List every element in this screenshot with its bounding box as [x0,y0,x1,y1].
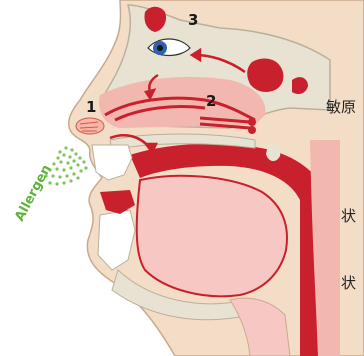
adenoid [266,143,280,161]
side-text-3: 状 [341,272,356,293]
nerve-ending [248,126,256,134]
nostril-hairs [76,118,104,134]
allergen-label: Allergen [12,162,54,223]
allergen-particles [44,146,87,185]
side-text-2: 状 [341,205,356,226]
side-text-1: 敏原 [326,96,356,117]
marker-3: 3 [188,11,198,29]
nerve-ending [248,118,256,126]
tongue [137,176,287,297]
marker-1: 1 [86,98,96,116]
marker-2: 2 [206,92,216,110]
